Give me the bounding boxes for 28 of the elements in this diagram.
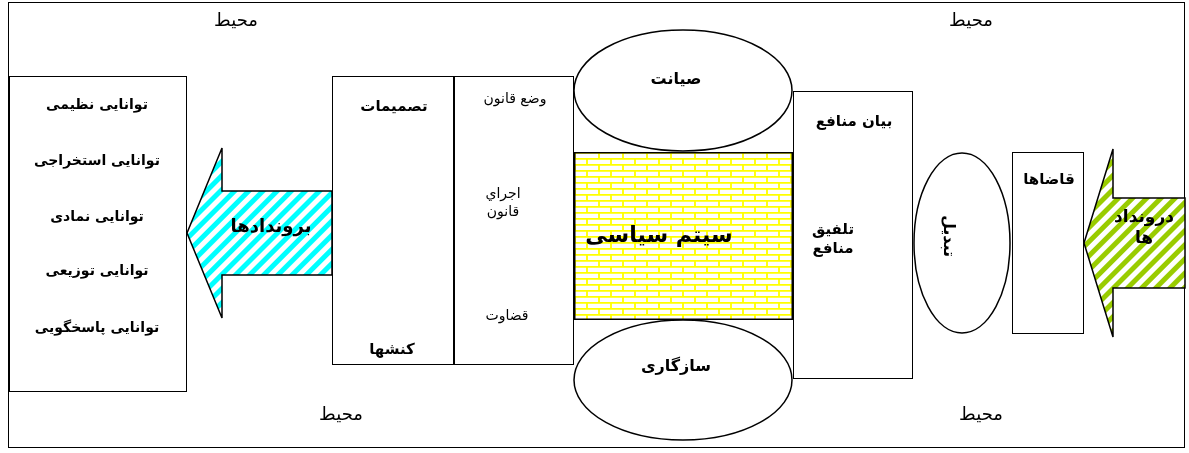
environment-label: محیط <box>948 9 994 32</box>
function-label: وضع قانون <box>482 90 548 108</box>
box-label: بیان منافع <box>814 112 894 131</box>
environment-label: محیط <box>318 403 364 426</box>
capability-label: توانایی نمادی <box>49 208 145 226</box>
box-label: تلفیق منافع <box>810 220 856 258</box>
environment-frame <box>8 2 1185 448</box>
capability-label: توانایی پاسخگویی <box>33 319 161 337</box>
capability-label: توانایی توزیعی <box>44 262 150 280</box>
oval-label: صیانت <box>649 69 703 89</box>
oval-label: سازگاری <box>639 356 713 376</box>
box-label: تصمیمات <box>359 97 429 116</box>
box-label: قاضاها <box>1022 170 1076 189</box>
oval-label: تبدیل <box>939 213 959 260</box>
environment-label: محیط <box>213 9 259 32</box>
process-box <box>1012 152 1084 334</box>
process-box <box>9 76 187 392</box>
function-label: اجراي قانون <box>484 185 522 220</box>
function-label: قضاوت <box>484 307 530 325</box>
block-arrow <box>186 147 333 319</box>
process-box <box>332 76 454 365</box>
environment-label: محیط <box>958 403 1004 426</box>
capability-label: توانایی نظیمی <box>45 96 149 114</box>
process-box <box>793 91 913 379</box>
block-arrow <box>1083 148 1186 338</box>
box-label: کنشها <box>368 340 416 359</box>
process-box <box>454 76 574 365</box>
capability-label: توانایی استخراجی <box>33 152 161 170</box>
